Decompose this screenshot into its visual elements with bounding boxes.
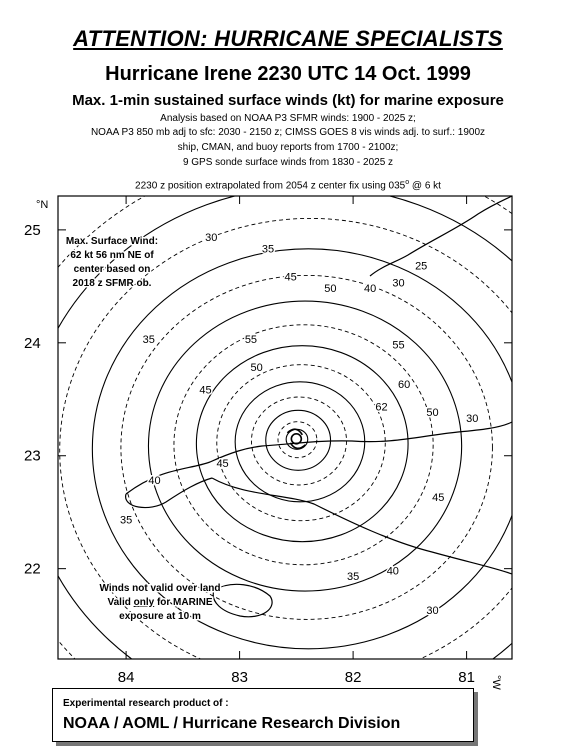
contour-label: 45	[199, 385, 211, 397]
contour-label: 55	[392, 339, 404, 351]
contour-label: 55	[245, 334, 257, 346]
dashed-isotach	[120, 274, 493, 620]
max-wind-line-4: 2018 z SFMR ob.	[73, 278, 152, 289]
cuba-west-tip	[125, 477, 213, 509]
contour-label: 35	[120, 514, 132, 526]
land-warning-line-2: Valid only for MARINE	[107, 597, 212, 608]
lat-tick-label: 24	[24, 335, 41, 352]
map-frame	[57, 195, 513, 660]
storm-center-symbol	[286, 428, 306, 450]
storm-center-circle	[290, 432, 303, 445]
contour-label: 62	[375, 402, 387, 414]
lon-tick-label: 82	[345, 669, 362, 686]
footer-line-1: Experimental research product of :	[63, 698, 229, 709]
attention-banner: ATTENTION: HURRICANE SPECIALISTS	[73, 26, 503, 51]
contour-label: 25	[415, 260, 427, 272]
analysis-note-5: 2230 z position extrapolated from 2054 z…	[0, 177, 576, 192]
analysis-note-3: ship, CMAN, and buoy reports from 1700 -…	[177, 142, 399, 153]
max-wind-line-3: center based on	[74, 264, 151, 275]
footer-line-2: NOAA / AOML / Hurricane Research Divisio…	[63, 715, 401, 732]
analysis-note-4: 9 GPS sonde surface winds from 1830 - 20…	[182, 157, 394, 168]
contour-label: 35	[347, 571, 359, 583]
dashed-isotach	[251, 396, 347, 486]
max-wind-line-2: 62 kt 56 nm NE of	[70, 250, 154, 261]
contour-label: 30	[205, 232, 217, 244]
lat-tick-label: 25	[24, 222, 41, 239]
contour-label: 30	[426, 605, 438, 617]
page-subtitle: Max. 1-min sustained surface winds (kt) …	[72, 92, 504, 109]
dashed-isotach	[173, 324, 434, 566]
contour-label: 45	[216, 458, 228, 470]
max-wind-line-1: Max. Surface Wind:	[66, 236, 158, 247]
axis-ticks	[58, 196, 512, 659]
cuba-south-coast	[211, 477, 512, 575]
lon-tick-label: 83	[231, 669, 248, 686]
lat-axis-label: °N	[36, 199, 48, 211]
lon-axis-label: °W	[490, 675, 502, 690]
contour-label: 35	[262, 243, 274, 255]
contour-label: 60	[398, 379, 410, 391]
analysis-note-5-text: 2230 z position extrapolated from 2054 z…	[135, 180, 406, 192]
dashed-isotach	[216, 364, 386, 522]
degree-superscript: o	[405, 179, 410, 186]
hurricane-symbol-arms	[286, 428, 306, 450]
solid-isotach	[91, 248, 512, 650]
solid-isotach	[147, 300, 463, 592]
isotach-layer	[58, 196, 512, 659]
solid-isotach	[265, 409, 332, 471]
land-warning-annotation: Winds not valid over land Valid only for…	[98, 582, 222, 624]
lon-tick-label: 81	[458, 669, 475, 686]
contour-label: 50	[324, 283, 336, 295]
contour-label: 50	[251, 362, 263, 374]
footer-credit-box: Experimental research product of : NOAA …	[52, 688, 474, 742]
dashed-isotach	[59, 218, 512, 659]
contour-label: 50	[426, 407, 438, 419]
analysis-note-2: NOAA P3 850 mb adj to sfc: 2030 - 2150 z…	[90, 127, 486, 138]
solid-isotach	[195, 345, 409, 543]
isle-of-youth	[212, 583, 273, 618]
contour-labels: 25 30 30 30 30 35 35 35 35 40 40 40 45 45 45 45 50 50 50 55…	[118, 231, 479, 619]
contour-label: 35	[143, 334, 155, 346]
contour-label: 40	[387, 565, 399, 577]
contour-label: 40	[148, 475, 160, 487]
lat-tick-label: 22	[24, 561, 41, 578]
contour-label: 30	[392, 277, 404, 289]
contour-label: 30	[466, 413, 478, 425]
coastline-layer	[125, 196, 512, 618]
cuba-north-coast	[125, 421, 512, 495]
lat-tick-label: 23	[24, 448, 41, 465]
land-warning-line-3: exposure at 10 m	[119, 611, 201, 622]
lon-tick-label: 84	[118, 669, 135, 686]
max-wind-annotation: Max. Surface Wind: 62 kt 56 nm NE of cen…	[64, 235, 159, 291]
dashed-isotach	[277, 421, 318, 459]
solid-isotach	[234, 381, 366, 503]
contour-label: 45	[432, 492, 444, 504]
contour-label: 45	[285, 272, 297, 284]
analysis-note-5-tail: @ 6 kt	[409, 180, 441, 192]
analysis-note-1: Analysis based on NOAA P3 SFMR winds: 19…	[160, 113, 416, 124]
contour-label: 40	[364, 283, 376, 295]
page-title: Hurricane Irene 2230 UTC 14 Oct. 1999	[105, 63, 471, 85]
land-warning-line-1: Winds not valid over land	[99, 583, 220, 594]
axis-tick-labels: 25 24 23 22 84 83 82 81	[24, 222, 475, 686]
